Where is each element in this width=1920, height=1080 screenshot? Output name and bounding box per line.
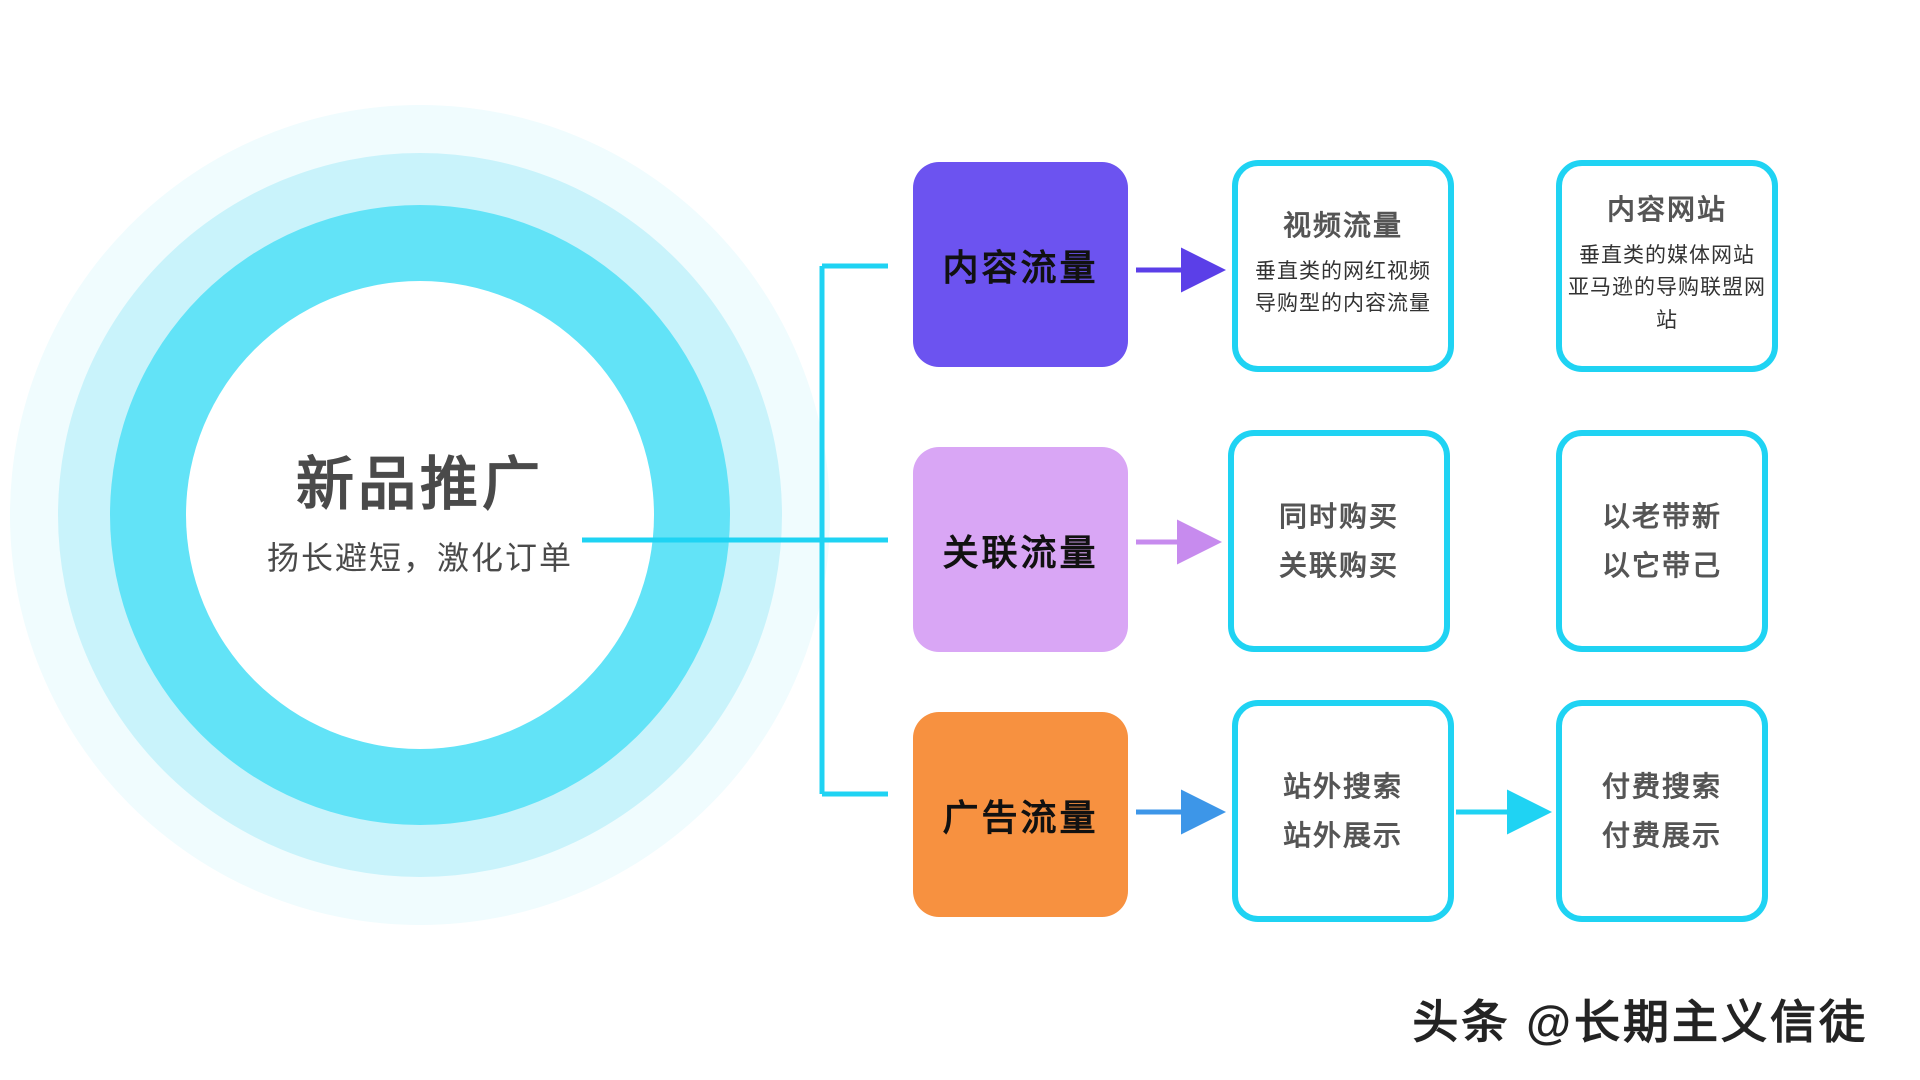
detail-line: 亚马逊的导购联盟网站 (1568, 276, 1766, 332)
detail-line: 以它带己 (1601, 550, 1722, 581)
ring-core (186, 281, 654, 749)
detail-line: 同时购买 (1278, 501, 1399, 532)
detail-box-offsite-search[interactable]: 站外搜索 站外展示 (1232, 700, 1454, 922)
connector-bracket (819, 263, 888, 797)
detail-line: 站外展示 (1282, 820, 1403, 851)
category-label: 关联流量 (942, 531, 1099, 573)
category-label: 内容流量 (942, 246, 1099, 288)
detail-box-content-website[interactable]: 内容网站 垂直类的媒体网站 亚马逊的导购联盟网站 (1556, 160, 1778, 372)
category-box-content-traffic[interactable]: 内容流量 (913, 162, 1128, 367)
detail-line: 以老带新 (1601, 501, 1722, 532)
detail-line: 导购型的内容流量 (1255, 292, 1431, 316)
detail-box-referral[interactable]: 以老带新 以它带己 (1556, 430, 1768, 652)
detail-box-video-traffic[interactable]: 视频流量 垂直类的网红视频 导购型的内容流量 (1232, 160, 1454, 372)
detail-line: 付费展示 (1601, 820, 1722, 851)
detail-line: 站外搜索 (1282, 771, 1403, 802)
detail-title: 内容网站 (1606, 193, 1727, 225)
hub-title: 新品推广 (295, 451, 544, 517)
hub-label-group: 新品推广 扬长避短，激化订单 (186, 281, 654, 749)
watermark: 头条 @长期主义信徒 (1412, 996, 1868, 1048)
category-box-ad-traffic[interactable]: 广告流量 (913, 712, 1128, 917)
detail-line: 垂直类的网红视频 (1255, 259, 1431, 283)
category-label: 广告流量 (942, 796, 1099, 838)
hub-subtitle: 扬长避短，激化订单 (266, 539, 573, 576)
detail-line: 付费搜索 (1601, 771, 1722, 802)
detail-line: 垂直类的媒体网站 (1579, 243, 1755, 267)
detail-title: 视频流量 (1282, 210, 1403, 242)
category-box-related-traffic[interactable]: 关联流量 (913, 447, 1128, 652)
detail-line: 关联购买 (1278, 550, 1399, 581)
detail-box-simultaneous-purchase[interactable]: 同时购买 关联购买 (1228, 430, 1450, 652)
detail-box-paid-search[interactable]: 付费搜索 付费展示 (1556, 700, 1768, 922)
